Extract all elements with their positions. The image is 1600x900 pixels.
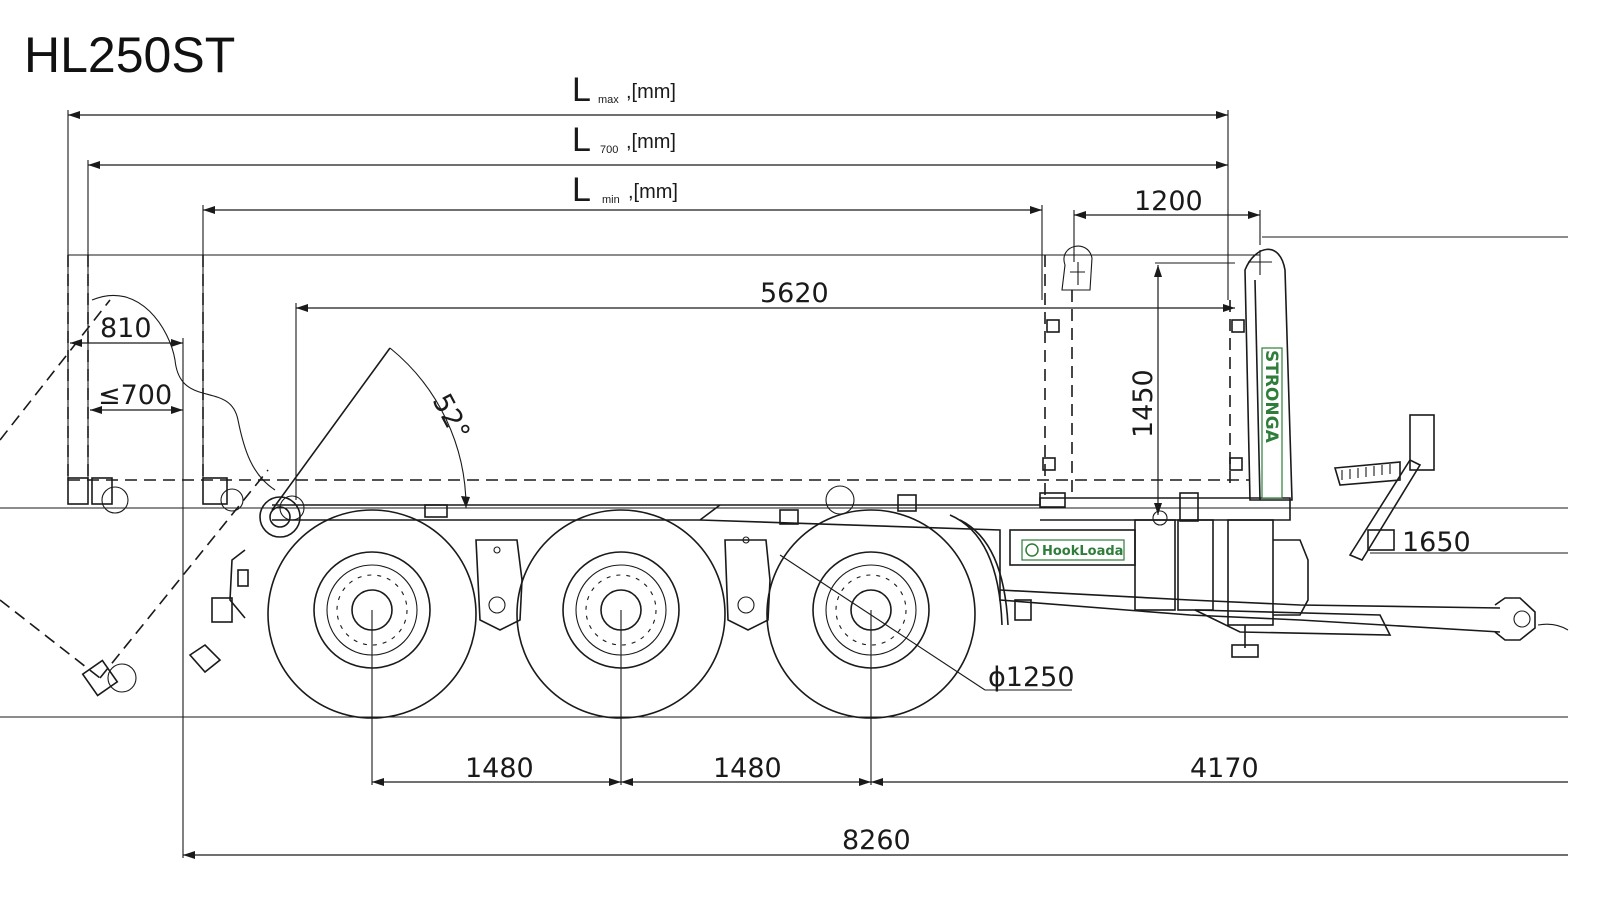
chassis-frame xyxy=(272,485,1569,658)
hookloada-badge: HookLoada xyxy=(1021,539,1125,561)
l-dimension-lines xyxy=(67,110,1229,480)
hook-arm: STRONGA xyxy=(1061,245,1293,501)
l-max-letter: L xyxy=(572,71,591,109)
stronga-text: STRONGA xyxy=(1261,350,1281,444)
support-stand xyxy=(1333,414,1435,562)
dim-axle1-text: 1480 xyxy=(465,753,534,784)
dim-700: ≤700 xyxy=(90,380,183,414)
l-700-letter: L xyxy=(572,121,591,159)
dim-overall-text: 8260 xyxy=(842,825,911,856)
dim-rear-text: 4170 xyxy=(1190,753,1259,784)
l-700-sub: 700 xyxy=(600,144,618,156)
tipping-angle: 52° xyxy=(271,347,476,511)
container-positions xyxy=(0,255,1250,697)
suspension xyxy=(475,536,771,631)
rear-hitch xyxy=(188,495,305,674)
hookloada-text: HookLoada xyxy=(1042,544,1123,559)
dim-700-text: ≤700 xyxy=(98,380,172,411)
dim-1650-text: 1650 xyxy=(1402,527,1471,558)
dim-wheel: ϕ1250 xyxy=(779,554,1075,693)
l-max-unit: ,[mm] xyxy=(626,81,676,103)
dim-810-text: 810 xyxy=(100,313,152,344)
l-max-sub: max xyxy=(598,94,619,106)
dim-1200-text: 1200 xyxy=(1134,186,1203,217)
l-700-unit: ,[mm] xyxy=(626,131,676,153)
stronga-panel xyxy=(1261,347,1283,499)
dim-wheel-text: ϕ1250 xyxy=(988,662,1075,693)
dim-5620-text: 5620 xyxy=(760,278,829,309)
dim-1450: 1450 xyxy=(1128,262,1235,515)
hydraulic-cable xyxy=(91,294,276,491)
l-min-letter: L xyxy=(572,171,591,209)
l-max-label: L max ,[mm] xyxy=(572,71,676,109)
dim-5620: 5620 xyxy=(295,278,1235,500)
dim-axle2-text: 1480 xyxy=(713,753,782,784)
l-min-sub: min xyxy=(602,194,620,206)
l-min-unit: ,[mm] xyxy=(628,181,678,203)
dim-axle-spacing: 1480 1480 4170 xyxy=(372,753,1568,786)
model-title: HL250ST xyxy=(24,27,235,83)
dim-810: 810 xyxy=(70,313,183,347)
l-min-label: L min ,[mm] xyxy=(572,171,678,209)
dim-overall: 8260 xyxy=(183,825,1568,859)
angle-text: 52° xyxy=(426,389,476,446)
dim-1200: 1200 xyxy=(1073,186,1261,262)
dim-1450-text: 1450 xyxy=(1128,369,1159,438)
l-700-label: L 700 ,[mm] xyxy=(572,121,676,159)
